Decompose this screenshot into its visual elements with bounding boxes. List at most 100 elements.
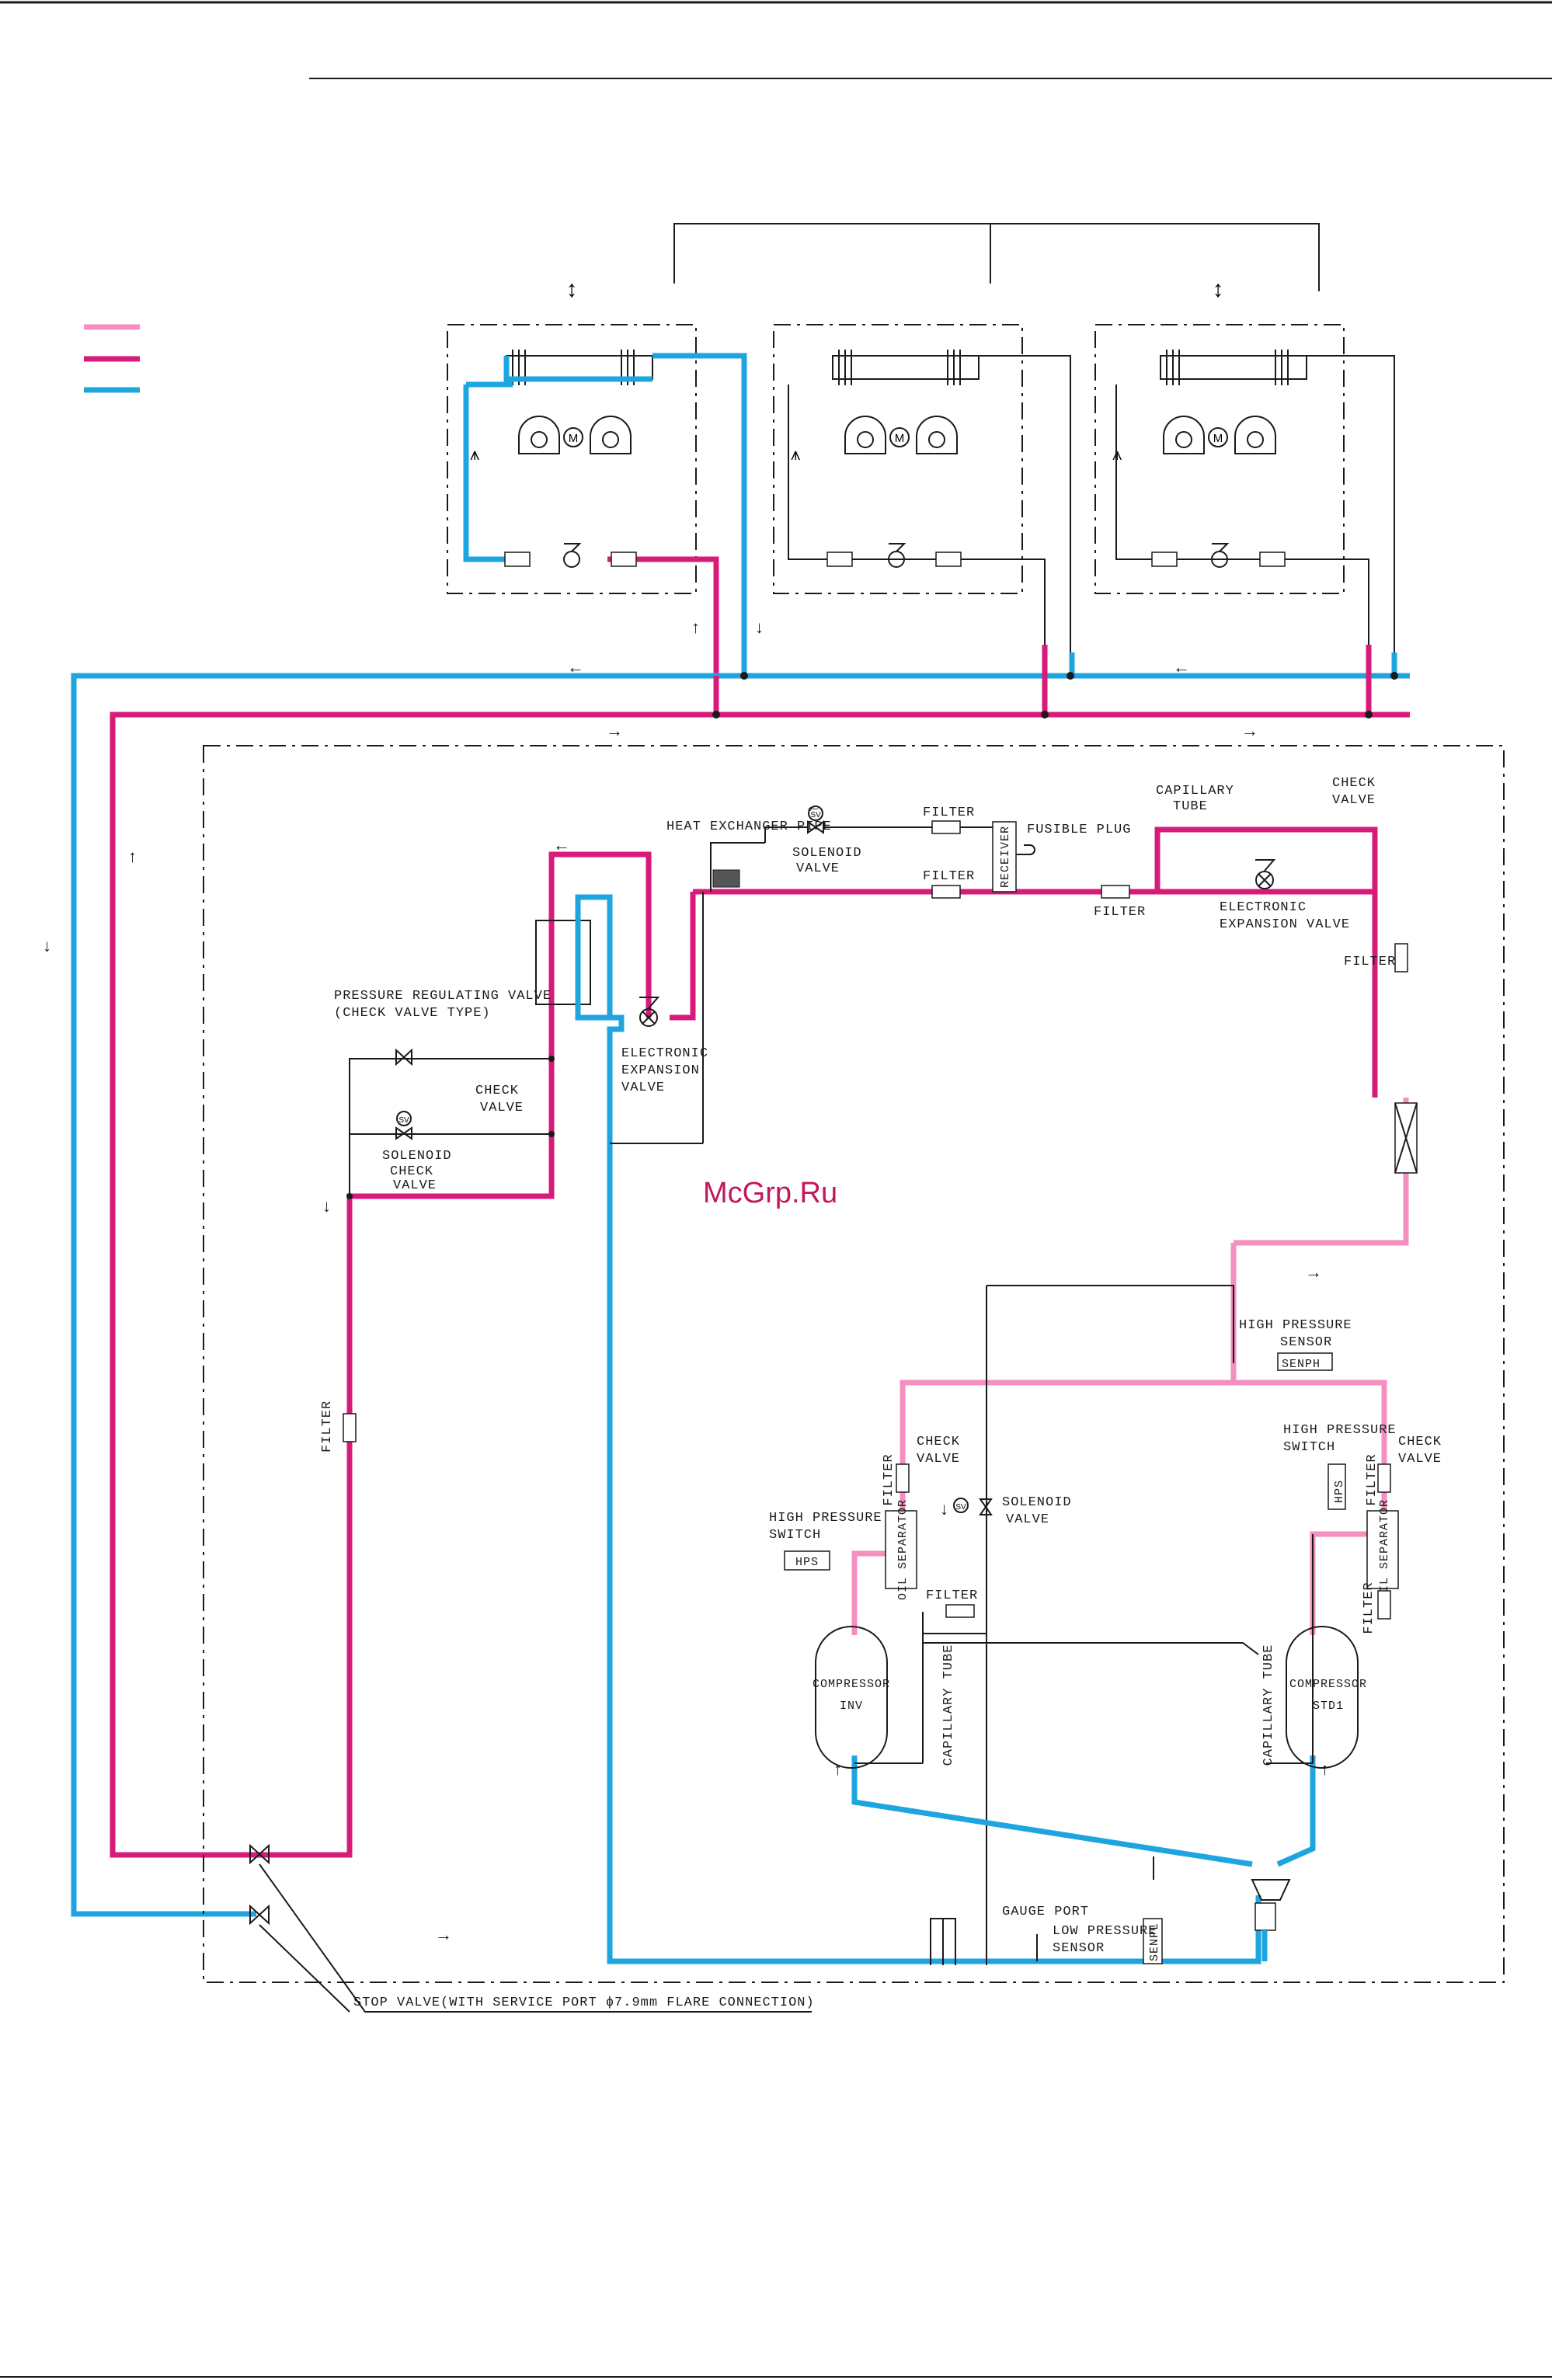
oil-separator-icon — [885, 1510, 917, 1589]
filter-icon — [935, 552, 962, 567]
senph-box — [1277, 1352, 1333, 1371]
main-refrigerant-lines — [71, 645, 1410, 1917]
svg-text:↓: ↓ — [322, 1196, 331, 1216]
compressor-std1-label: STD1 — [1313, 1700, 1344, 1713]
outdoor-unit-piping: RECEIVER — [256, 821, 1418, 1965]
label-pressure-regulating-valve: PRESSURE REGULATING VALVE — [334, 989, 552, 1004]
label-capillary-tube: CAPILLARY TUBE — [941, 1644, 956, 1766]
filter-icon — [1151, 552, 1178, 567]
oil-separator-label: OIL SEPARATOR — [1378, 1499, 1391, 1600]
label-filter: FILTER — [1365, 1453, 1380, 1505]
suction-accumulator-icon — [1251, 1879, 1291, 1901]
indoor-unit-1: ↕ M ⩚ — [447, 277, 747, 676]
motor-label: M — [569, 432, 579, 445]
label-capillary-tube: CAPILLARY TUBE — [1261, 1644, 1276, 1766]
hps-box — [784, 1550, 830, 1571]
sv-label: SV — [810, 811, 821, 819]
indoor-unit-3: ↕ M ⩚ — [1094, 277, 1395, 676]
label-filter: FILTER — [1094, 905, 1146, 920]
label-hps: HPS — [1333, 1480, 1346, 1503]
legend — [84, 324, 140, 393]
label-check: CHECK — [1332, 776, 1376, 791]
label-filter: FILTER — [923, 806, 975, 820]
label-senph: SENPH — [1282, 1358, 1321, 1371]
label-high-pressure: HIGH PRESSURE — [1283, 1423, 1397, 1438]
svg-text:→: → — [1305, 1262, 1322, 1282]
svg-text:↑: ↑ — [691, 618, 700, 637]
label-valve: VALVE — [1006, 1512, 1049, 1527]
fan-motor-icon: M — [1163, 416, 1276, 454]
compressor-inv-label: INV — [840, 1700, 863, 1713]
label-filter: FILTER — [926, 1588, 978, 1603]
label-valve: VALVE — [1398, 1452, 1442, 1467]
drain-icon: ⩚ — [791, 444, 800, 464]
compressor-inv: COMPRESSOR INV — [813, 1626, 890, 1769]
label-valve: VALVE — [480, 1101, 524, 1115]
heat-exchanger-icon — [535, 920, 591, 1005]
stop-valves — [249, 1843, 812, 2013]
label-switch: SWITCH — [769, 1528, 821, 1543]
label-sensor: SENSOR — [1053, 1941, 1105, 1956]
svg-text:↑: ↑ — [833, 1759, 842, 1779]
svg-text:→: → — [435, 1925, 452, 1944]
labels: HEAT EXCHANGER PIPE SOLENOID VALVE FILTE… — [320, 776, 1442, 2010]
svg-text:←: ← — [1173, 657, 1190, 677]
label-high-pressure: HIGH PRESSURE — [1239, 1318, 1352, 1333]
label-valve: VALVE — [1332, 793, 1376, 808]
label-filter: FILTER — [1362, 1581, 1376, 1634]
motor-label: M — [895, 432, 905, 445]
label-filter: FILTER — [923, 869, 975, 884]
label-valve: VALVE — [621, 1080, 665, 1095]
filter-icon — [611, 552, 637, 567]
label-tube: TUBE — [1173, 799, 1208, 814]
label-capillary: CAPILLARY — [1156, 784, 1234, 799]
label-high-pressure: HIGH PRESSURE — [769, 1511, 882, 1526]
fan-motor-icon: M — [844, 416, 958, 454]
watermark: McGrp.Ru — [703, 1177, 837, 1209]
svg-text:↓: ↓ — [755, 618, 764, 637]
svg-text:→: → — [1241, 721, 1258, 740]
label-solenoid: SOLENOID — [792, 846, 862, 861]
svg-text:→: → — [606, 721, 623, 740]
svg-text:↑: ↑ — [1321, 1759, 1329, 1779]
label-check: CHECK — [917, 1435, 960, 1449]
drain-icon: ⩚ — [470, 444, 479, 464]
label-valve: VALVE — [917, 1452, 960, 1467]
motor-label: M — [1213, 432, 1223, 445]
drain-icon: ⩚ — [1112, 444, 1122, 464]
label-filter: FILTER — [320, 1401, 335, 1453]
label-expansion-valve: EXPANSION VALVE — [1220, 917, 1350, 932]
label-fusible-plug: FUSIBLE PLUG — [1027, 823, 1131, 837]
compressor-std1: COMPRESSOR STD1 — [1286, 1626, 1367, 1769]
svg-text:↓: ↓ — [43, 936, 51, 955]
label-solenoid: SOLENOID — [382, 1149, 452, 1164]
control-wiring — [673, 223, 1320, 291]
heat-exchanger-pipe-icon — [712, 869, 740, 888]
filter-icon — [1254, 1902, 1276, 1931]
compressor-label: COMPRESSOR — [1289, 1678, 1367, 1691]
receiver-icon — [992, 821, 1017, 893]
indoor-unit-2: M ⩚ — [773, 324, 1071, 676]
svg-text:←: ← — [553, 835, 570, 854]
label-senpl: SENPL — [1148, 1922, 1161, 1961]
solenoid-valves: SV SV SV — [395, 806, 993, 1515]
label-check: CHECK — [1398, 1435, 1442, 1449]
label-filter: FILTER — [882, 1453, 896, 1505]
fan-motor-icon: M — [518, 416, 632, 454]
label-electronic: ELECTRONIC — [621, 1046, 708, 1061]
label-gauge-port: GAUGE PORT — [1002, 1905, 1089, 1919]
label-stop-valve: STOP VALVE(WITH SERVICE PORT ϕ7.9mm FLAR… — [353, 1996, 815, 2010]
compressor-label: COMPRESSOR — [813, 1678, 890, 1691]
svg-text:←: ← — [567, 657, 584, 677]
sv-label: SV — [398, 1116, 409, 1125]
label-sensor: SENSOR — [1280, 1335, 1332, 1350]
label-filter: FILTER — [1344, 955, 1396, 969]
flow-arrows: ←← →→ ↑↓ ↑↓ ←← ↓→ ↑↑ ↓→ — [43, 618, 1329, 1944]
label-low-pressure: LOW PRESSURE — [1053, 1924, 1157, 1939]
airflow-icon: ↕ — [566, 277, 578, 302]
svg-text:↓: ↓ — [940, 1499, 948, 1519]
label-valve: VALVE — [796, 861, 840, 876]
label-solenoid: SOLENOID — [1002, 1495, 1072, 1510]
label-check: CHECK — [390, 1164, 433, 1179]
